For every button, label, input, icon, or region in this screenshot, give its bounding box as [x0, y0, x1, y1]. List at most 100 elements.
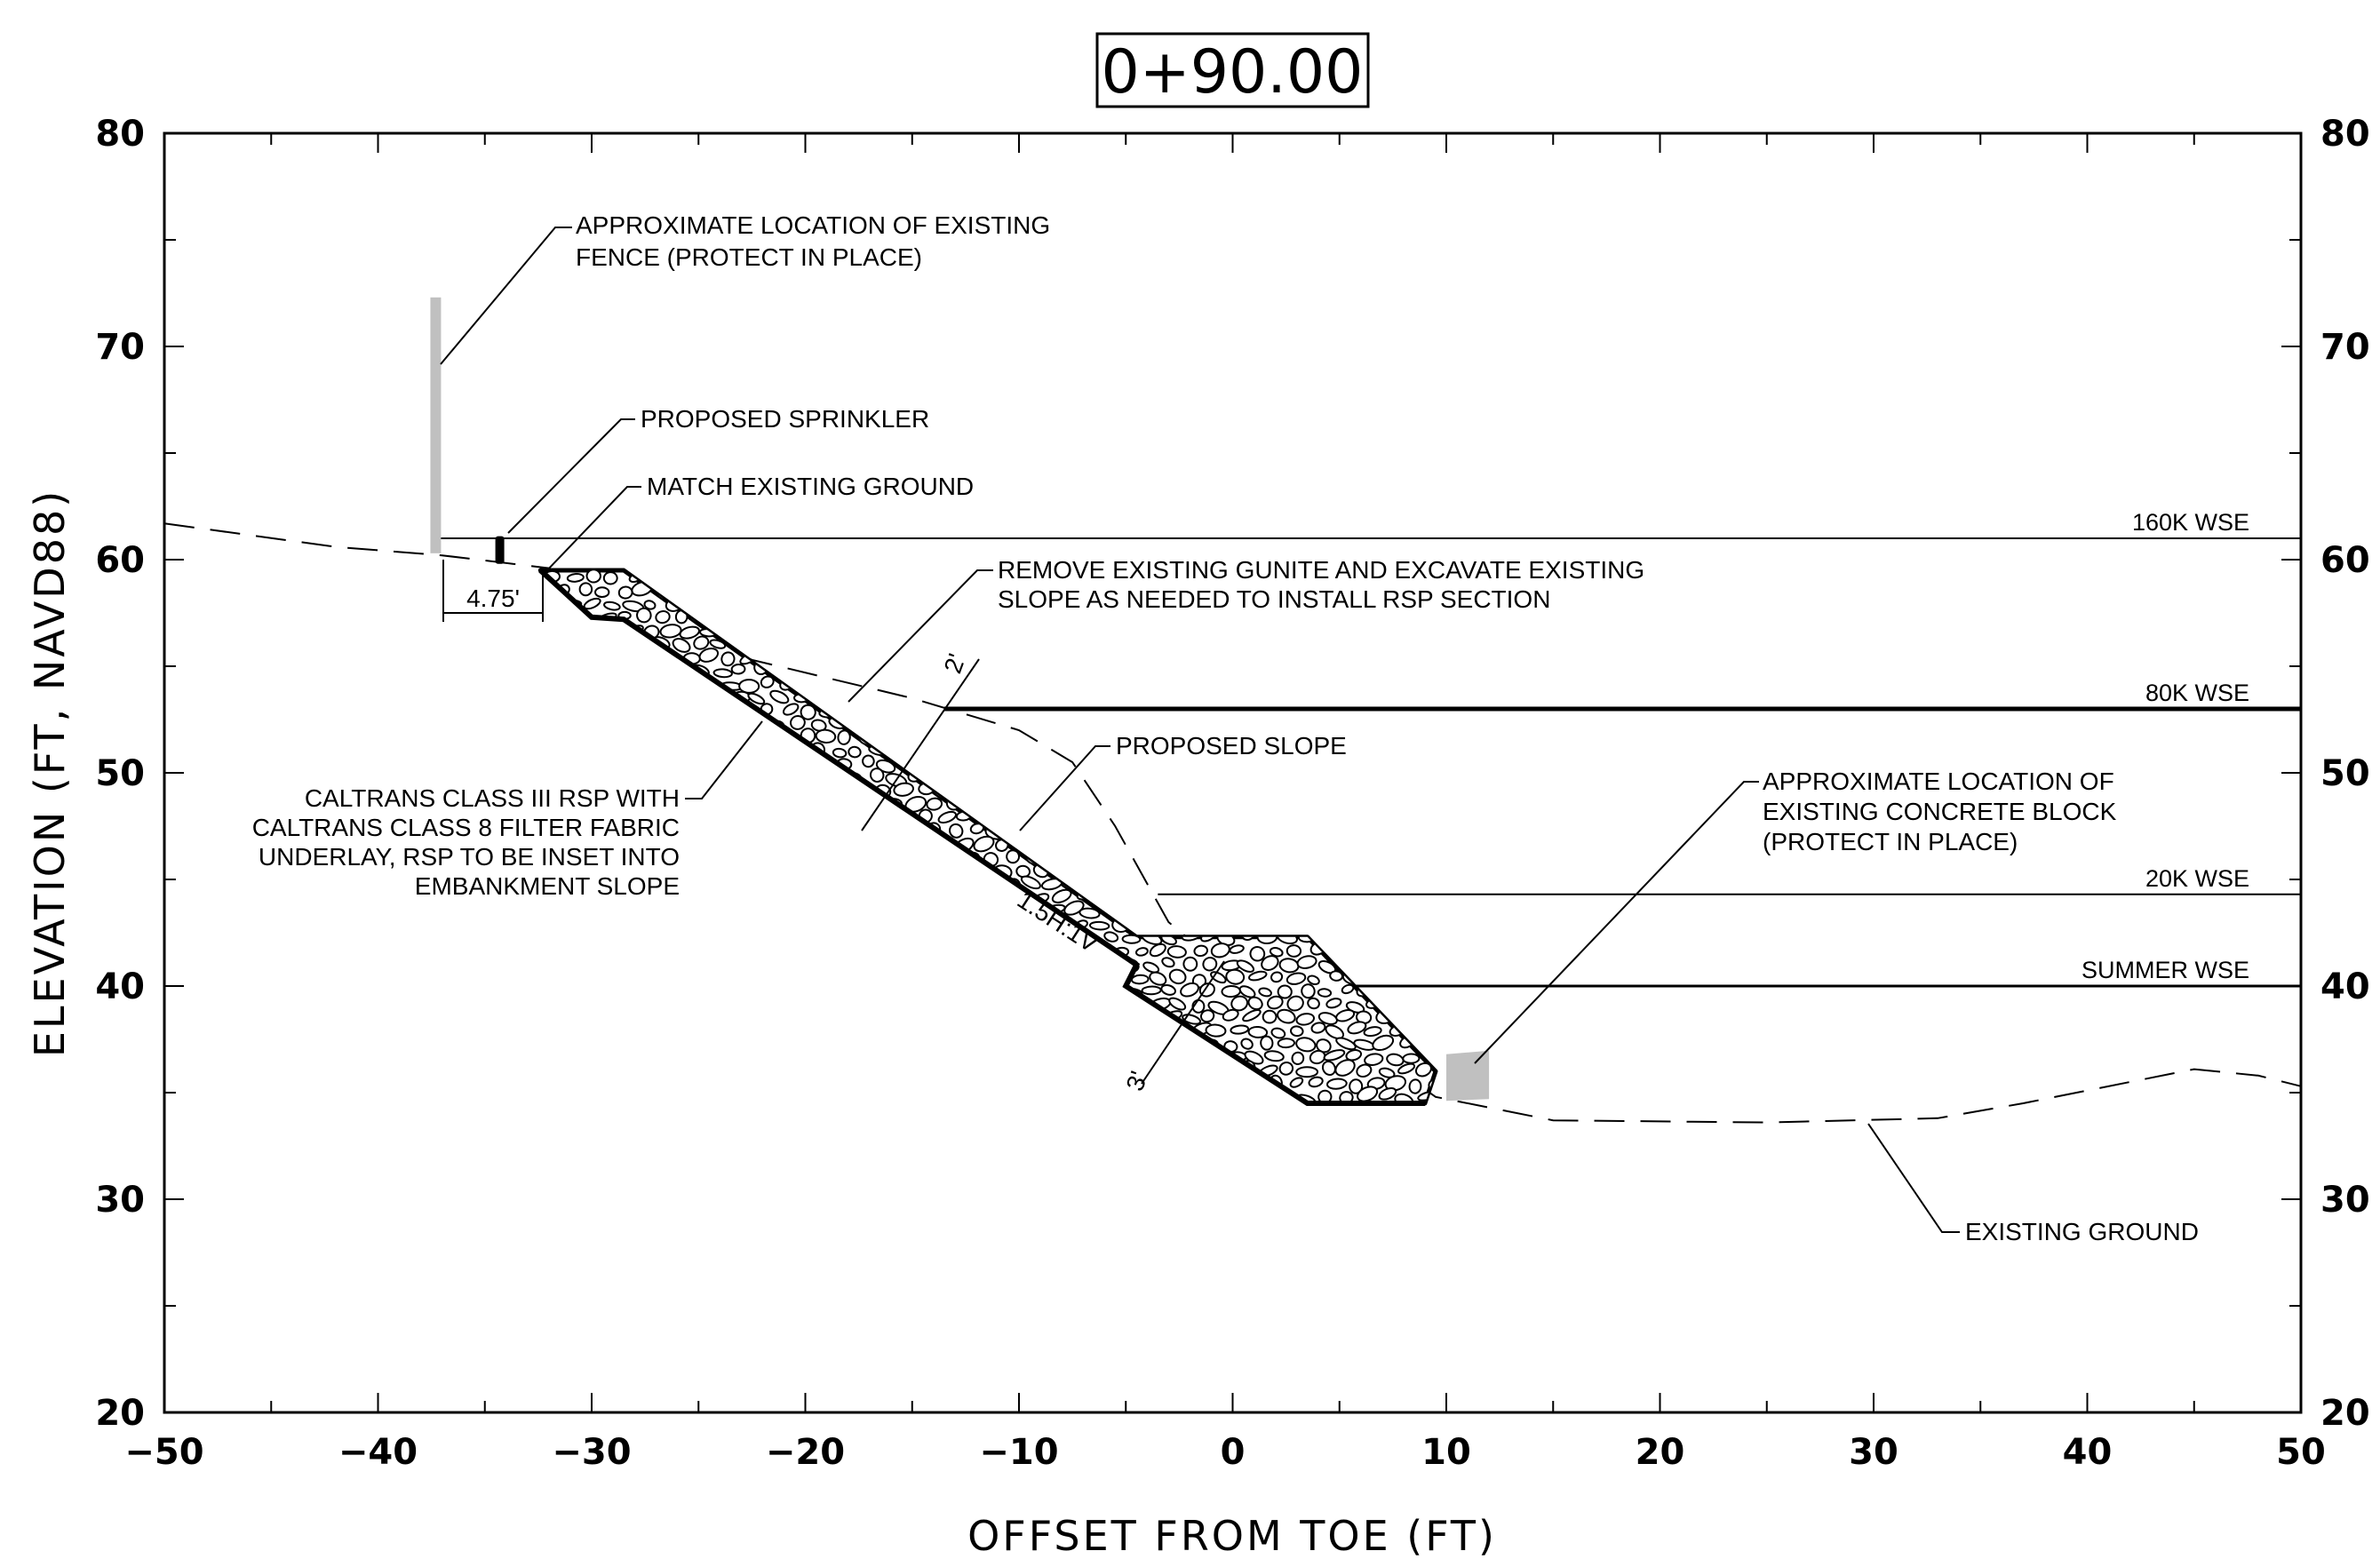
rock [1045, 985, 1067, 998]
rock [602, 571, 618, 585]
rock [944, 744, 965, 754]
rock [1317, 636, 1335, 652]
dim-3ft-text: 3' [1121, 1068, 1153, 1094]
rock [566, 573, 585, 583]
rock [556, 1037, 576, 1052]
rock [805, 850, 828, 864]
rock [828, 848, 849, 863]
rock [1113, 862, 1128, 877]
rock [1161, 957, 1175, 968]
rock [987, 1094, 1000, 1103]
x-tick-label: −40 [338, 1432, 418, 1473]
rock [1134, 947, 1149, 957]
rock [1050, 783, 1068, 799]
rock [1241, 635, 1256, 649]
rock [985, 958, 1001, 973]
rock [1397, 954, 1419, 970]
rock [554, 984, 569, 996]
rock [1349, 1078, 1364, 1094]
rock [702, 970, 717, 986]
note-rsp-line4: EMBANKMENT SLOPE [415, 872, 680, 900]
rock [786, 745, 806, 756]
rock [1049, 624, 1071, 640]
rock [1098, 1089, 1120, 1103]
rock [1168, 919, 1191, 932]
rock [1073, 994, 1094, 1009]
rock [708, 692, 731, 706]
rock [995, 731, 1016, 746]
rock [1262, 1009, 1278, 1024]
rock [943, 903, 963, 916]
rock [897, 734, 912, 748]
rock [737, 915, 760, 931]
rock [782, 946, 796, 958]
rock [596, 691, 612, 704]
rock [752, 637, 769, 653]
rock [837, 729, 851, 745]
rock [926, 904, 946, 918]
rock [906, 906, 927, 922]
rock [604, 1078, 621, 1090]
rock [1356, 1063, 1373, 1078]
leader-concrete [1474, 781, 1759, 1064]
rock [1020, 823, 1042, 839]
rock [713, 823, 729, 837]
rock [682, 734, 704, 744]
rock [731, 823, 749, 836]
rock [974, 916, 991, 932]
rock [840, 864, 854, 879]
rock [1205, 1023, 1227, 1038]
rock [1299, 796, 1316, 809]
rock [712, 1087, 731, 1102]
rock [1413, 823, 1435, 836]
rock [1014, 811, 1030, 824]
rock [1070, 969, 1088, 982]
rock [1375, 876, 1397, 888]
rock [1173, 838, 1190, 854]
rock [702, 946, 720, 959]
rock [1239, 769, 1258, 781]
rock [1033, 970, 1047, 982]
rock [1334, 1059, 1356, 1077]
rock [1130, 680, 1149, 696]
rock [691, 1009, 706, 1025]
rock [542, 942, 564, 957]
rock [1327, 808, 1349, 822]
rock [1074, 755, 1090, 772]
rock [943, 774, 967, 783]
rock [942, 608, 963, 624]
rock [1092, 1022, 1115, 1038]
rock [1007, 799, 1025, 810]
rock [1229, 704, 1249, 718]
rock [678, 892, 699, 904]
rock [799, 891, 822, 907]
rock [1071, 679, 1092, 692]
rock [1288, 865, 1308, 877]
note-concrete-line1: APPROXIMATE LOCATION OF [1763, 768, 2114, 795]
rock [736, 718, 749, 732]
rock [1054, 943, 1069, 960]
rock [738, 679, 760, 694]
rock [1279, 850, 1294, 863]
rock [1298, 906, 1318, 918]
rock [1107, 879, 1121, 889]
rock [1179, 1092, 1200, 1103]
rock [1158, 639, 1181, 651]
y-tick-label-left: 50 [95, 753, 145, 794]
rock [761, 647, 779, 663]
rock [1307, 974, 1320, 986]
rock [1221, 984, 1241, 998]
rock [1028, 744, 1041, 760]
rock [1424, 943, 1436, 958]
rock [975, 807, 994, 823]
rock [1026, 689, 1041, 705]
rock [1249, 946, 1266, 962]
rock [1383, 943, 1401, 956]
rock [1277, 877, 1298, 891]
rock [1394, 930, 1416, 945]
rock [780, 623, 794, 634]
rock [1095, 836, 1110, 849]
rock [542, 653, 557, 664]
rock [618, 1065, 634, 1077]
rock [1233, 888, 1246, 904]
